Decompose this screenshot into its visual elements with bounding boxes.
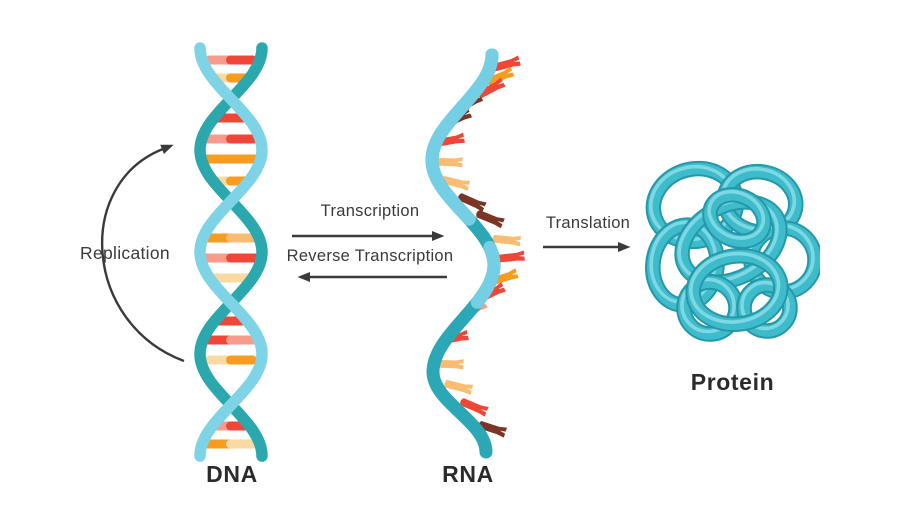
replication-label: Replication — [80, 243, 170, 263]
dna-base-pair — [202, 154, 260, 164]
dna-base-pair — [202, 439, 260, 449]
rna-ribbon-highlight — [425, 48, 501, 459]
dna-base-pair — [204, 233, 258, 243]
dna-helix-illustration — [194, 42, 268, 462]
rna-strand-illustration — [425, 48, 525, 459]
reverse-transcription-label: Reverse Transcription — [286, 247, 454, 265]
dna-strand-dark — [194, 42, 268, 462]
protein-tangle-illustration — [645, 160, 820, 342]
replication-arrow — [101, 144, 185, 363]
dna-base-pair — [205, 355, 257, 365]
rna-label: RNA — [442, 461, 494, 487]
dna-base-pair — [201, 253, 261, 263]
dna-base-pair — [205, 55, 257, 65]
dna-base-pair — [202, 134, 260, 144]
translation-label: Translation — [545, 214, 631, 232]
dna-base-pairs — [201, 55, 261, 449]
dna-strand-light — [194, 42, 268, 462]
dna-label: DNA — [206, 461, 258, 487]
dna-base-pair — [202, 335, 260, 345]
transcription-label: Transcription — [320, 202, 420, 220]
protein-label: Protein — [690, 369, 775, 395]
protein-tube-loops — [645, 160, 820, 342]
